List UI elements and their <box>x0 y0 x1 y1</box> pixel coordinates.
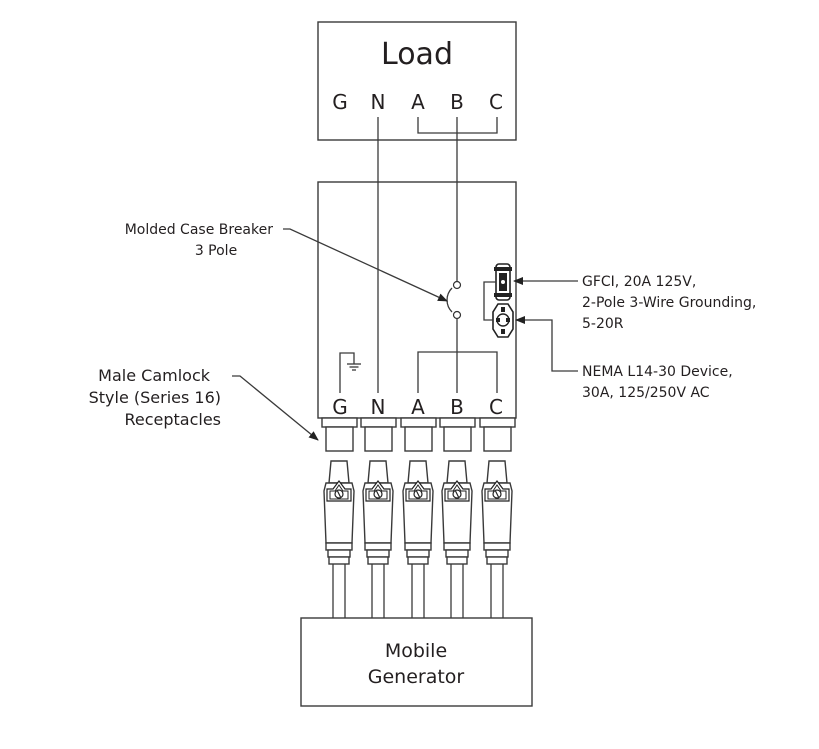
gfci-receptacle-icon <box>494 263 512 301</box>
callout-nema: NEMA L14-30 Device, 30A, 125/250V AC <box>515 316 733 401</box>
panel-terminal-a: A <box>411 395 425 419</box>
callout-breaker: Molded Case Breaker 3 Pole <box>125 222 448 302</box>
load-box: Load G N A B C <box>317 21 517 141</box>
generator-box-outline <box>300 617 533 707</box>
load-terminal-n: N <box>371 90 386 114</box>
generator-label-line1: Mobile <box>385 640 447 662</box>
camlock-label-line3: Receptacles <box>124 410 221 429</box>
generator-box: Mobile Generator <box>300 617 533 707</box>
camlock-plug-icon <box>402 460 434 620</box>
gfci-label-line1: GFCI, 20A 125V, <box>582 274 696 290</box>
load-title: Load <box>381 37 453 72</box>
receptacle-a <box>400 417 437 452</box>
camlock-leader-arrow <box>232 375 319 441</box>
receptacle-c <box>479 417 516 452</box>
nema-label-line2: 30A, 125/250V AC <box>582 385 710 401</box>
nema-label-line1: NEMA L14-30 Device, <box>582 364 733 380</box>
ground-symbol-icon <box>339 352 361 393</box>
camlock-receptacles <box>321 417 516 452</box>
callout-camlock: Male Camlock Style (Series 16) Receptacl… <box>89 366 319 441</box>
panel-box-outline <box>317 181 517 419</box>
gfci-label-line2: 2-Pole 3-Wire Grounding, <box>582 295 756 311</box>
panel-box: G N A B C <box>317 181 517 419</box>
camlock-plug-icon <box>441 460 473 620</box>
panel-terminal-b: B <box>450 395 464 419</box>
receptacle-g <box>321 417 358 452</box>
generator-label-line2: Generator <box>368 666 465 688</box>
panel-terminal-n: N <box>371 395 386 419</box>
breaker-switch-icon <box>446 280 462 320</box>
panel-phase-bus <box>417 351 498 393</box>
twist-lock-receptacle-icon <box>492 303 514 338</box>
load-terminal-c: C <box>489 90 503 114</box>
receptacle-n <box>360 417 397 452</box>
breaker-leader-arrow <box>283 228 448 302</box>
camlock-plug-icon <box>362 460 394 620</box>
breaker-label-line1: Molded Case Breaker <box>125 222 274 238</box>
callout-gfci: GFCI, 20A 125V, 2-Pole 3-Wire Grounding,… <box>513 274 756 332</box>
camlock-plug-icon <box>481 460 513 620</box>
panel-terminal-g: G <box>332 395 348 419</box>
camlock-plug-icon <box>323 460 355 620</box>
camlock-label-line1: Male Camlock <box>98 366 211 385</box>
receptacle-b <box>439 417 476 452</box>
panel-terminal-c: C <box>489 395 503 419</box>
load-box-outline <box>317 21 517 141</box>
load-terminal-b: B <box>450 90 464 114</box>
load-terminal-a: A <box>411 90 425 114</box>
camlock-label-line2: Style (Series 16) <box>89 388 221 407</box>
receptacle-jumper <box>483 281 496 321</box>
breaker-label-line2: 3 Pole <box>195 243 237 259</box>
load-terminal-g: G <box>332 90 348 114</box>
nema-leader-arrow <box>515 316 578 372</box>
camlock-plugs <box>323 460 513 620</box>
gfci-label-line3: 5-20R <box>582 316 624 332</box>
